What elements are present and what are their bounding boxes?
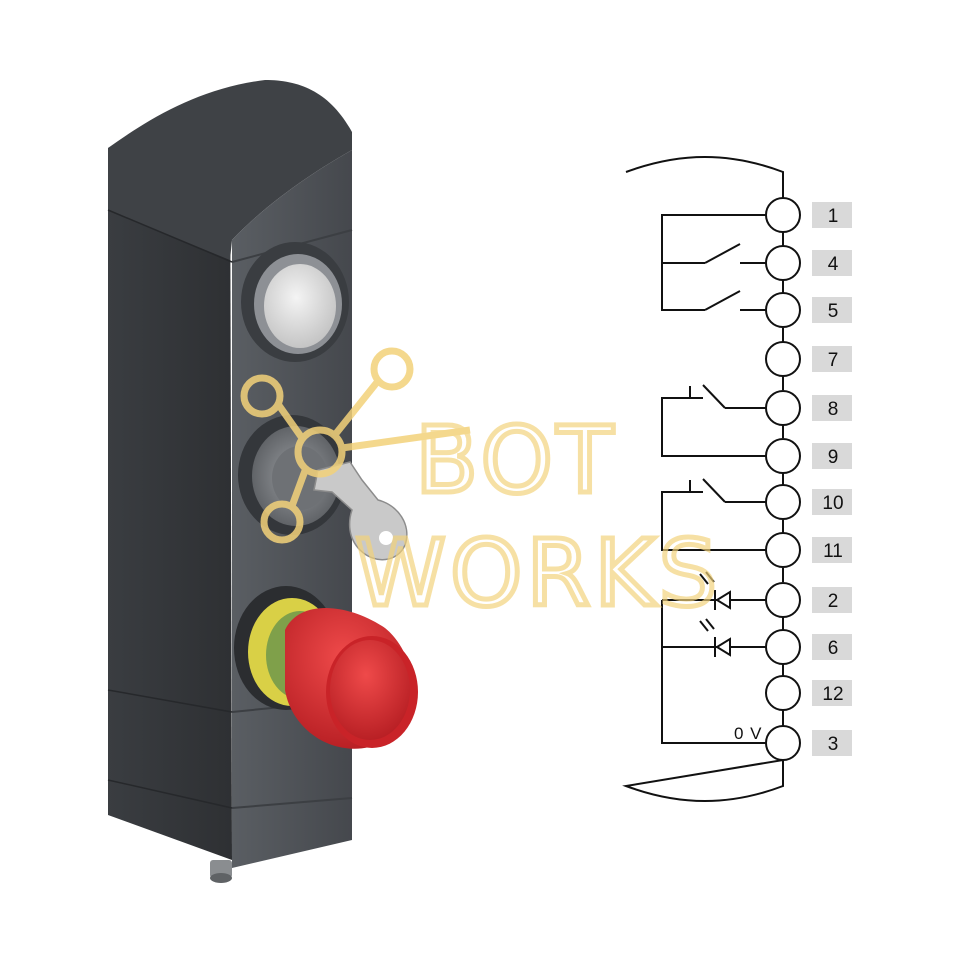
terminal-circle (765, 245, 801, 281)
terminal-label-bg (812, 297, 852, 323)
terminal-11: 11 (765, 532, 852, 568)
terminal-6: 6 (765, 629, 852, 665)
terminal-number: 9 (828, 447, 839, 468)
terminal-9: 9 (765, 438, 852, 474)
terminal-circle (765, 675, 801, 711)
terminal-number: 12 (822, 684, 843, 705)
voltage-label: 0 V (734, 724, 763, 743)
indicator-lamp (241, 242, 349, 362)
terminal-number: 8 (828, 399, 839, 420)
m12-connector (210, 860, 232, 883)
terminal-circle (765, 629, 801, 665)
safety-device-illustration (107, 80, 418, 883)
terminal-circle (765, 341, 801, 377)
terminal-number: 2 (828, 591, 839, 612)
terminal-circle (765, 582, 801, 618)
terminal-number: 1 (828, 206, 839, 227)
terminal-label-bg (812, 587, 852, 613)
terminal-8: 8 (765, 390, 852, 426)
terminal-label-bg (812, 730, 852, 756)
diagram-outline (622, 156, 784, 802)
terminal-circle (765, 292, 801, 328)
terminal-label-bg (812, 346, 852, 372)
led-icon (699, 571, 731, 610)
terminal-10: 10 (765, 484, 852, 520)
terminal-label-bg (812, 250, 852, 276)
terminal-number: 3 (828, 734, 839, 755)
terminal-2: 2 (765, 582, 852, 618)
wiring-diagram (622, 156, 784, 802)
watermark-logo: BOT WORKS (240, 347, 721, 630)
terminal-strip: 1 4 5 7 8 9 10 11 2 6 12 3 (765, 197, 852, 761)
terminal-label-bg (812, 680, 852, 706)
housing-top (108, 80, 352, 260)
terminal-number: 11 (823, 541, 843, 562)
terminal-label-bg (812, 202, 852, 228)
terminal-4: 4 (765, 245, 852, 281)
terminal-12: 12 (765, 675, 852, 711)
terminal-label-bg (812, 443, 852, 469)
terminal-label-bg (812, 489, 852, 515)
terminal-circle (765, 725, 801, 761)
terminal-7: 7 (765, 341, 852, 377)
terminal-number: 10 (822, 493, 843, 514)
terminal-number: 5 (828, 301, 839, 322)
watermark-line-1: BOT (415, 407, 617, 514)
terminal-number: 7 (828, 350, 839, 371)
terminal-label-bg (812, 634, 852, 660)
led-icon (699, 618, 731, 657)
terminal-circle (765, 390, 801, 426)
terminal-circle (765, 532, 801, 568)
terminal-circle (765, 197, 801, 233)
terminal-circle (765, 484, 801, 520)
emergency-stop-button (234, 586, 418, 749)
terminal-1: 1 (765, 197, 852, 233)
watermark-line-2: WORKS (355, 520, 721, 627)
terminal-label-bg (812, 395, 852, 421)
terminal-5: 5 (765, 292, 852, 328)
terminal-circle (765, 438, 801, 474)
housing-side (108, 108, 232, 860)
terminal-label-bg (812, 537, 852, 563)
terminal-number: 6 (828, 638, 839, 659)
terminal-3: 3 (765, 725, 852, 761)
terminal-number: 4 (828, 254, 839, 275)
